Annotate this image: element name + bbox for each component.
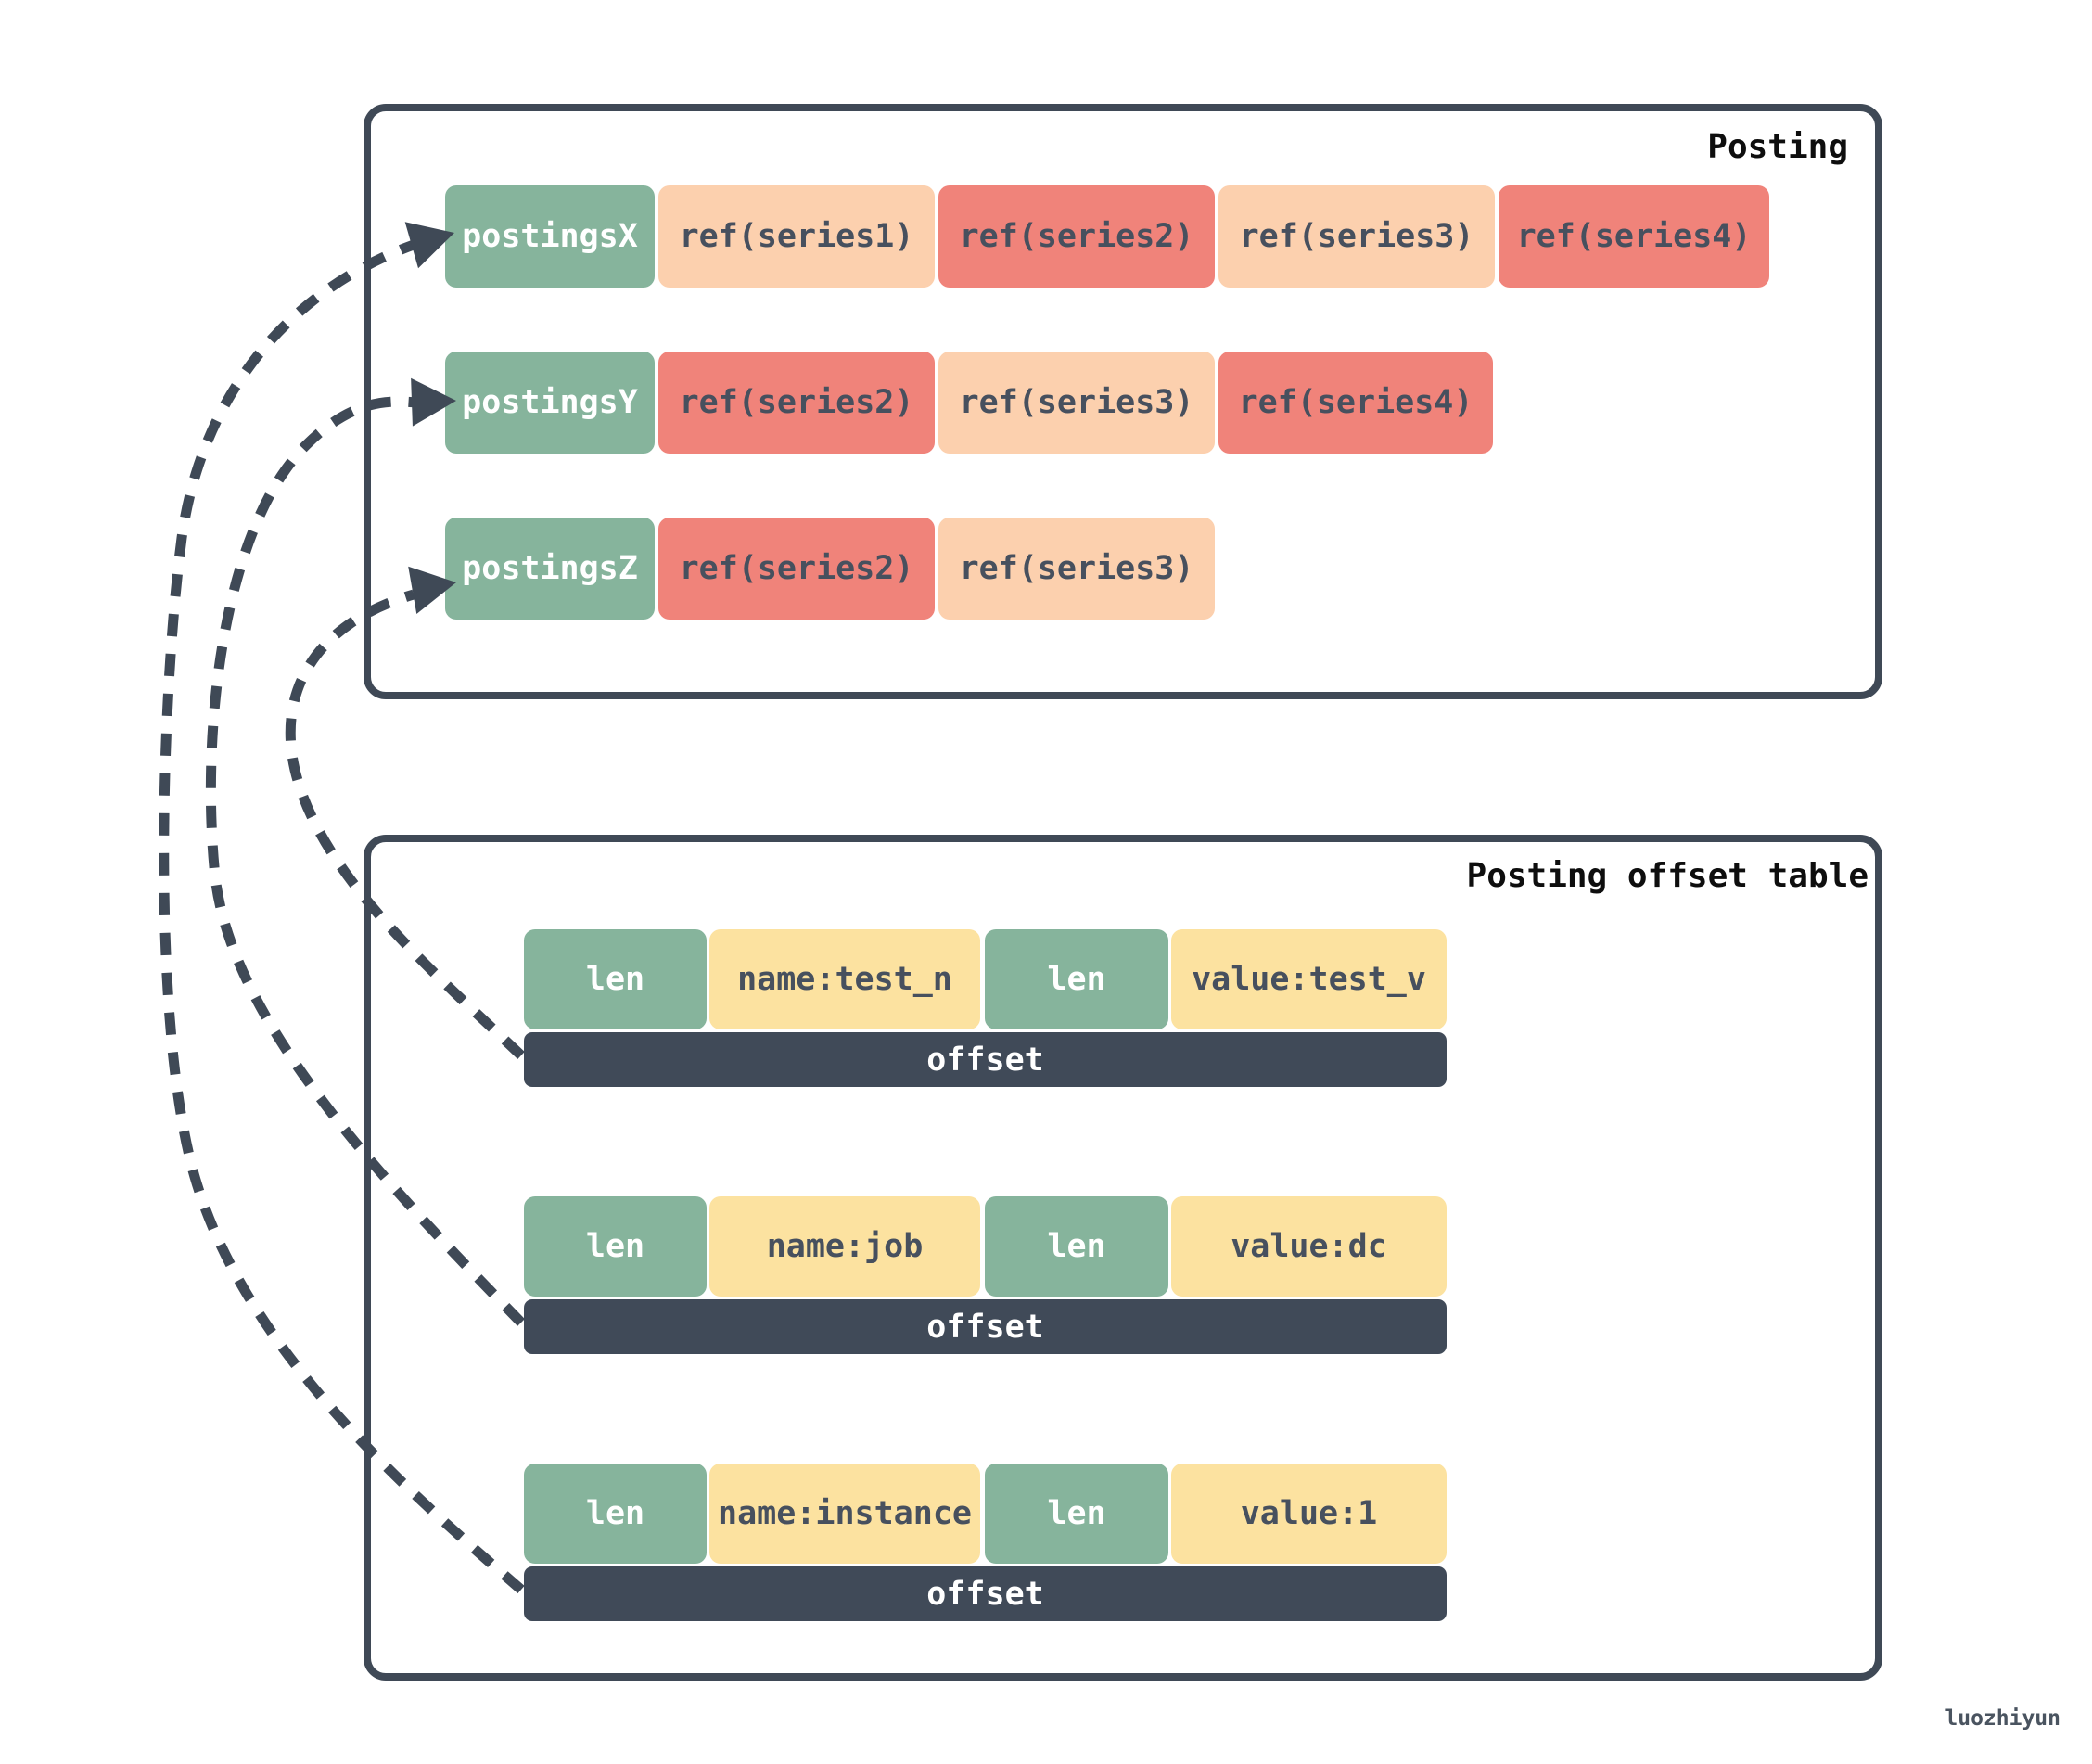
value-cell: value:1 (1171, 1464, 1447, 1564)
len-cell: len (985, 1196, 1168, 1297)
offset-bar: offset (524, 1299, 1447, 1354)
len-cell: len (524, 1464, 707, 1564)
value-cell: value:test_v (1171, 929, 1447, 1029)
watermark: luozhiyun (1945, 1706, 2060, 1731)
series-ref-cell: ref(series4) (1499, 185, 1769, 288)
postings-key-cell: postingsY (445, 352, 655, 454)
name-cell: name:test_n (709, 929, 980, 1029)
len-cell: len (524, 1196, 707, 1297)
name-cell: name:instance (709, 1464, 980, 1564)
len-cell: len (985, 1464, 1168, 1564)
series-ref-cell: ref(series2) (658, 518, 935, 620)
posting-offset-table-title: Posting offset table (1466, 857, 1869, 895)
len-cell: len (524, 929, 707, 1029)
value-cell: value:dc (1171, 1196, 1447, 1297)
len-cell: len (985, 929, 1168, 1029)
offset-bar: offset (524, 1032, 1447, 1087)
series-ref-cell: ref(series2) (938, 185, 1215, 288)
postings-key-cell: postingsX (445, 185, 655, 288)
series-ref-cell: ref(series3) (938, 352, 1215, 454)
offset-bar: offset (524, 1566, 1447, 1621)
series-ref-cell: ref(series3) (1218, 185, 1495, 288)
series-ref-cell: ref(series3) (938, 518, 1215, 620)
posting-box-title: Posting (1707, 128, 1848, 166)
series-ref-cell: ref(series4) (1218, 352, 1493, 454)
series-ref-cell: ref(series1) (658, 185, 935, 288)
series-ref-cell: ref(series2) (658, 352, 935, 454)
postings-key-cell: postingsZ (445, 518, 655, 620)
name-cell: name:job (709, 1196, 980, 1297)
